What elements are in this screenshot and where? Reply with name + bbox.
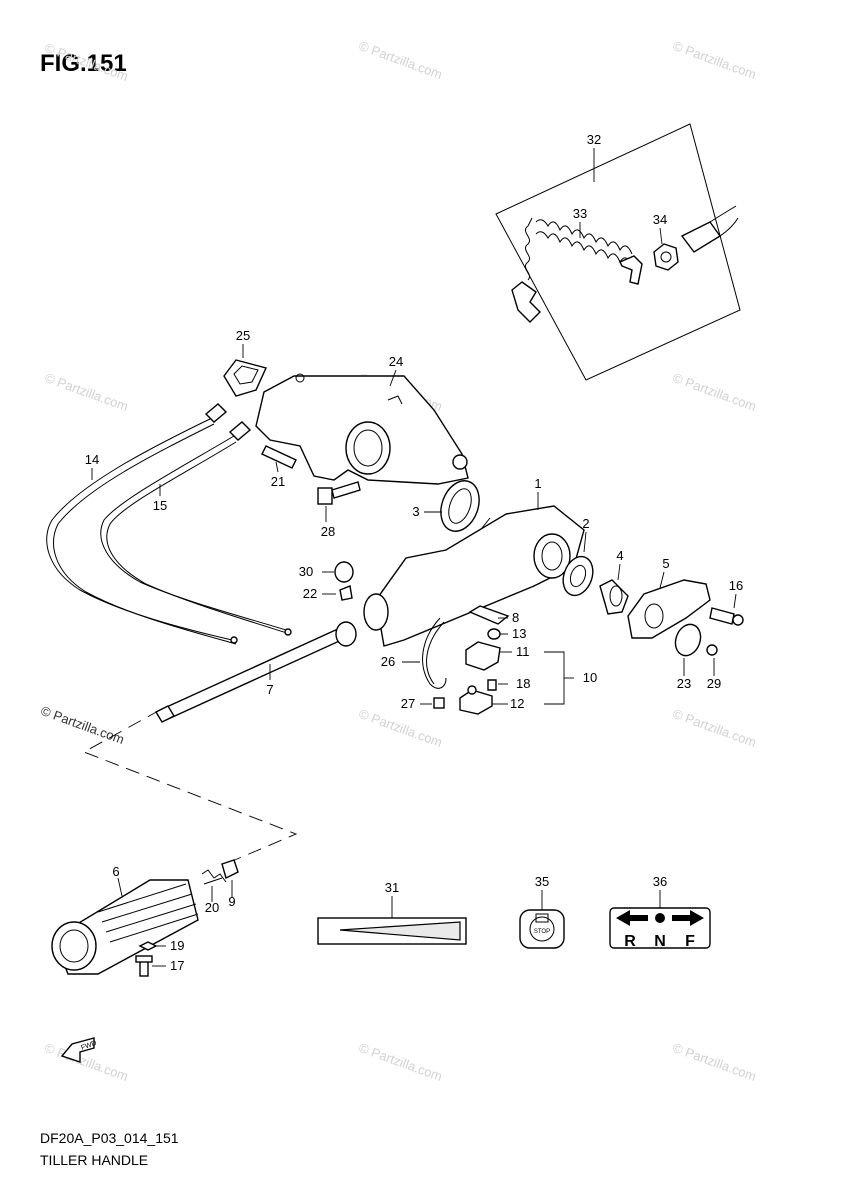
callout-36: 36 [653,874,667,889]
washer [562,531,594,597]
callout-1: 1 [534,476,541,491]
wire [402,617,447,689]
callout-13: 13 [512,626,526,641]
callout-7: 7 [266,682,273,697]
figure-title: FIG.151 [40,50,127,77]
spring [201,869,227,902]
pin [261,445,297,473]
diagram-name: TILLER HANDLE [40,1152,149,1168]
callout-20: 20 [205,900,219,915]
nut [487,628,508,640]
shift-lever [627,571,711,639]
diagram-code: DF20A_P03_014_151 [40,1130,179,1146]
stop-switch [653,205,739,271]
callout-12: 12 [510,696,524,711]
callout-27: 27 [401,696,415,711]
cap [322,561,354,583]
switch-knob [459,685,508,715]
shift-letter-f: F [685,933,695,950]
switch-block [465,641,512,671]
callout-30: 30 [299,564,313,579]
small-screw [706,644,718,676]
group-bracket [544,651,574,705]
shift-decal [609,890,711,949]
shift-letter-r: R [624,933,636,950]
plate [468,605,510,625]
callout-15: 15 [153,498,167,513]
callout-32: 32 [587,132,601,147]
callout-31: 31 [385,880,399,895]
small-bolt [420,697,445,709]
washer-9 [221,859,239,898]
callout-4: 4 [616,548,623,563]
clip [322,585,353,601]
callout-21: 21 [271,474,285,489]
fwd-arrow-icon: FWD [60,1037,98,1063]
stop-decal: STOP [519,890,565,949]
callout-16: 16 [729,578,743,593]
lanyard-coil [511,217,643,323]
tiller-bracket [255,369,469,485]
grip-pad [223,344,267,397]
callout-8: 8 [512,610,519,625]
callout-33: 33 [573,206,587,221]
callout-10: 10 [583,670,597,685]
callout-19: 19 [170,938,184,953]
washer-19 [138,941,166,951]
callout-5: 5 [662,556,669,571]
bushing [599,563,629,615]
callout-17: 17 [170,958,184,973]
callout-29: 29 [707,676,721,691]
callout-34: 34 [653,212,667,227]
stop-decal-text: STOP [534,929,550,935]
shift-letter-n: N [654,933,666,950]
callout-2: 2 [582,516,589,531]
callout-6: 6 [112,864,119,879]
callout-35: 35 [535,874,549,889]
throttle-shaft [155,621,357,723]
throttle-grip [51,877,199,975]
screw-18 [487,679,508,691]
callout-18: 18 [516,676,530,691]
callout-25: 25 [236,328,250,343]
ring [424,480,480,532]
decal-31 [317,896,467,945]
callout-14: 14 [85,452,99,467]
callout-26: 26 [381,654,395,669]
callout-22: 22 [303,586,317,601]
throttle-cables [46,403,292,645]
callout-9: 9 [228,894,235,909]
bolt [317,481,361,522]
callout-23: 23 [677,676,691,691]
callout-28: 28 [321,524,335,539]
stop-switch-kit-box [495,123,741,381]
callout-3: 3 [412,504,419,519]
screw [709,593,744,626]
callout-11: 11 [516,644,530,659]
screw-17 [135,955,166,977]
friction-washer [674,623,702,676]
tiller-arm [363,492,585,647]
callout-24: 24 [389,354,403,369]
